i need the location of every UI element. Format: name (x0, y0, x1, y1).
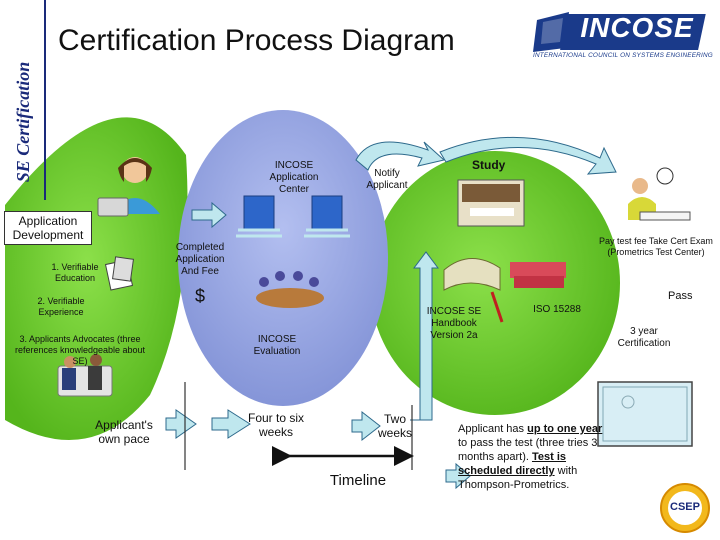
notify-applicant-label: Notify Applicant (366, 168, 408, 191)
evaluation-phase-region (178, 110, 388, 406)
documents-icon (104, 256, 135, 291)
handbook-arrow (410, 251, 439, 421)
exam-note-text: to pass the test (three tries 3 months a… (458, 437, 598, 463)
completed-application-label: Completed Application And Fee (175, 242, 225, 277)
exam-note-text: Applicant has (458, 423, 528, 435)
submit-arrow (191, 201, 227, 229)
application-development-label: Application Development (12, 214, 84, 242)
two-weeks-label: Two weeks (377, 412, 412, 440)
iso-15288-label: ISO 15288 (533, 304, 581, 315)
notify-arrow (355, 141, 446, 171)
building-icon (304, 195, 350, 238)
study-label: Study (472, 158, 506, 172)
exam-note-emphasis: up to one year (527, 423, 603, 435)
fee-dollar-sign: $ (195, 286, 206, 306)
three-year-certification-label: 3 year Certification (617, 326, 671, 349)
pay-test-fee-label: Pay test fee Take Cert Exam (Prometrics … (599, 236, 713, 257)
books-icon (443, 258, 566, 323)
meeting-people-icon (57, 354, 113, 397)
certificate-icon (597, 381, 693, 447)
study-icon (457, 179, 525, 227)
committee-meeting-icon (256, 271, 324, 308)
side-rule (44, 0, 46, 200)
pass-label: Pass (668, 290, 693, 302)
page-title: Certification Process Diagram (58, 24, 455, 57)
csep-badge-label: CSEP (670, 501, 700, 513)
requirement-experience: 2. Verifiable Experience (37, 296, 85, 317)
pace-arrow (165, 409, 197, 439)
own-pace-label: Applicant's own pace (95, 418, 153, 446)
incose-wordmark: INCOSE (580, 12, 694, 43)
eval-time-arrow (211, 409, 251, 439)
exam-note-emphasis: Test is scheduled directly (458, 451, 567, 477)
four-to-six-weeks-label: Four to six weeks (247, 411, 304, 439)
timeline-label: Timeline (329, 472, 387, 489)
exam-note-text: with Thompson-Prometrics. (458, 465, 578, 491)
application-phase-region (5, 117, 188, 441)
csep-badge-icon (660, 483, 710, 533)
incose-evaluation-label: INCOSE Evaluation (253, 334, 301, 357)
exam-taker-icon (628, 167, 691, 221)
requirement-advocates: 3. Applicants Advocates (three reference… (14, 334, 146, 366)
study-arrow (439, 136, 617, 175)
building-icon (236, 195, 282, 238)
application-center-label: INCOSE Application Center (269, 160, 319, 195)
two-weeks-arrow (351, 410, 381, 442)
se-handbook-label: INCOSE SE Handbook Version 2a (426, 306, 482, 341)
timeline-right-arrow (445, 462, 471, 490)
incose-logo: INCOSE International Council on Systems … (533, 8, 713, 64)
operator-icon (97, 157, 160, 217)
side-title: SE Certification (13, 61, 33, 183)
requirement-education: 1. Verifiable Education (51, 262, 99, 283)
incose-tagline: International Council on Systems Enginee… (533, 52, 713, 59)
incose-logo-graphic (533, 12, 706, 52)
exam-note: Applicant has up to one year to pass the… (458, 422, 604, 492)
application-development-box: Application Development (4, 211, 92, 245)
